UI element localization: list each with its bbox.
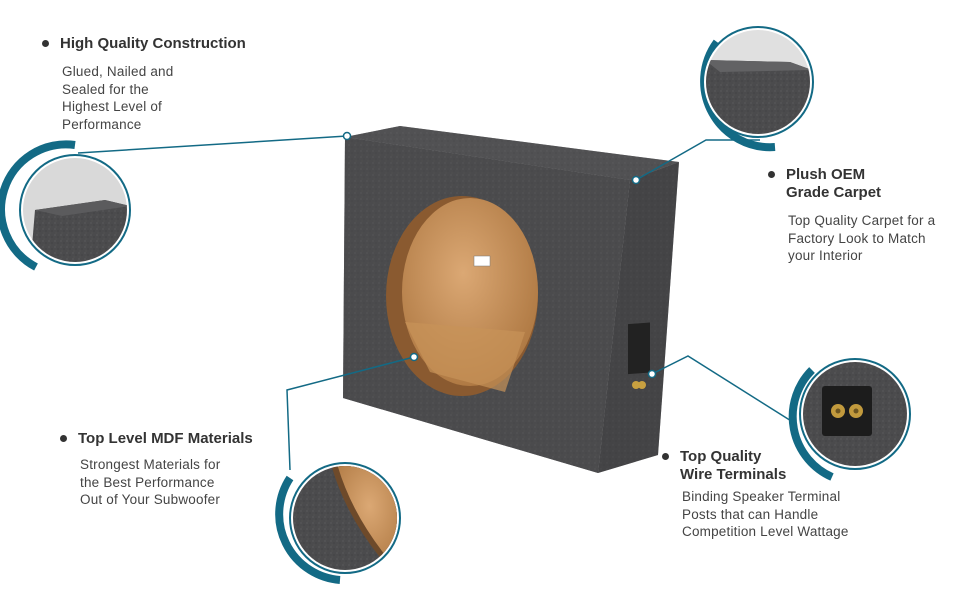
callout-terminals bbox=[788, 358, 911, 481]
feature-title: Top Level MDF Materials bbox=[78, 430, 253, 447]
connector-dots bbox=[342, 131, 657, 379]
callout-construction bbox=[0, 140, 131, 271]
feature-description: Strongest Materials for the Best Perform… bbox=[80, 457, 221, 507]
bullet-icon bbox=[42, 40, 49, 47]
feature-title: High Quality Construction bbox=[60, 35, 246, 52]
subwoofer-box bbox=[343, 126, 679, 473]
feature-construction: High Quality Construction Glued, Nailed … bbox=[42, 35, 246, 133]
feature-mdf: Top Level MDF Materials Strongest Materi… bbox=[60, 430, 253, 509]
callout-mdf bbox=[275, 462, 401, 584]
callout-carpet bbox=[700, 26, 814, 152]
feature-description: Glued, Nailed and Sealed for the Highest… bbox=[62, 64, 174, 132]
feature-description: Binding Speaker Terminal Posts that can … bbox=[682, 489, 849, 539]
feature-terminals: Top Quality Wire Terminals Binding Speak… bbox=[662, 448, 849, 541]
bullet-icon bbox=[662, 453, 669, 460]
feature-carpet: Plush OEM Grade Carpet Top Quality Carpe… bbox=[768, 166, 935, 265]
bullet-icon bbox=[768, 171, 775, 178]
feature-title: Top Quality Wire Terminals bbox=[680, 448, 787, 483]
feature-description: Top Quality Carpet for a Factory Look to… bbox=[788, 213, 936, 263]
bullet-icon bbox=[60, 435, 67, 442]
feature-title: Plush OEM Grade Carpet bbox=[786, 166, 882, 201]
